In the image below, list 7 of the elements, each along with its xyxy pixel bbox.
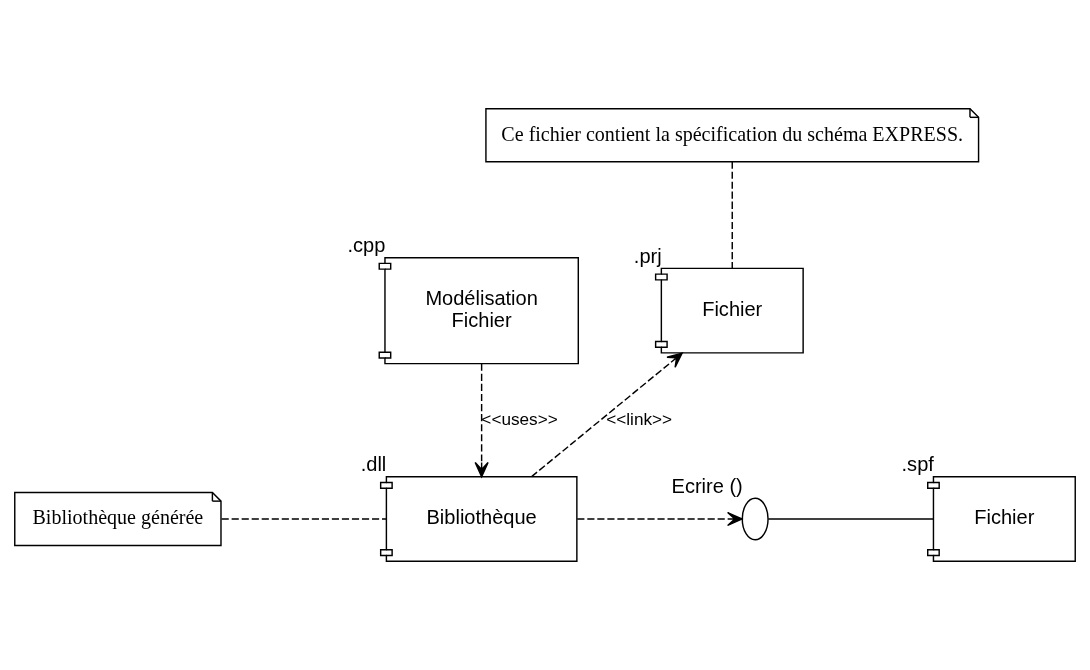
node-label: .prj bbox=[633, 244, 662, 267]
node-label: .cpp bbox=[347, 234, 386, 257]
edge-label: <<link>> bbox=[606, 408, 673, 429]
node-label: .dll bbox=[360, 453, 387, 476]
node-label: .spf bbox=[901, 453, 934, 476]
node-label: Ecrire () bbox=[671, 474, 743, 497]
edge-label: <<uses>> bbox=[481, 408, 558, 429]
